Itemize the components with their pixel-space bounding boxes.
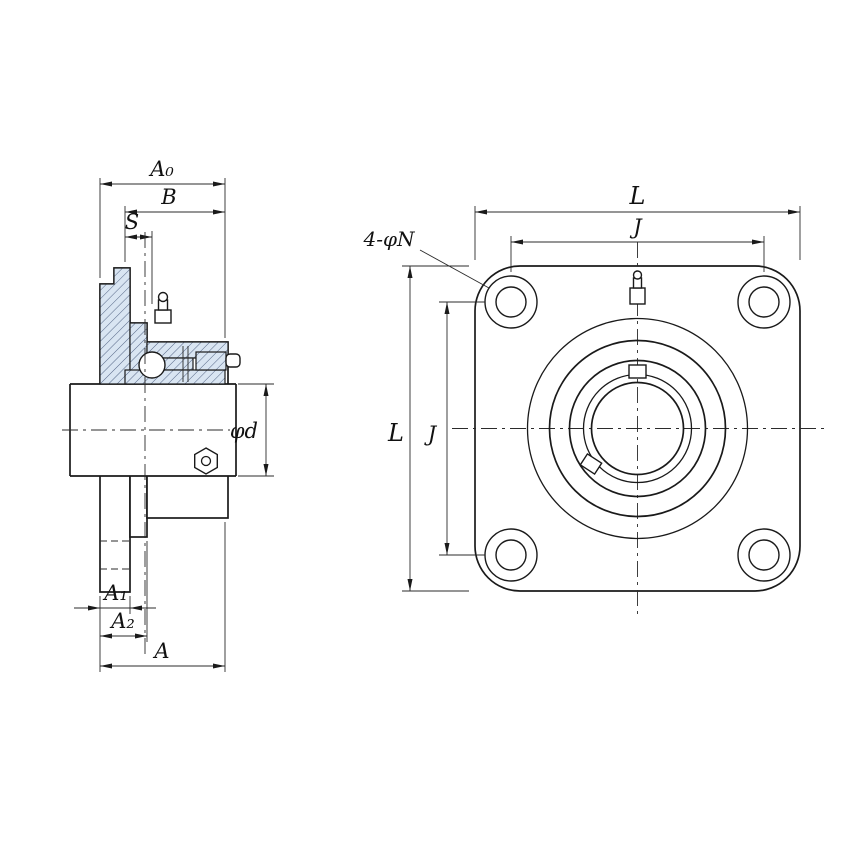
bore-circle [590,381,685,476]
dim-label-a: A [152,639,169,663]
dim-label-l-top: L [629,182,646,210]
set-screw-side [225,353,241,368]
dim-label-b: B [160,185,176,209]
hex-socket-detail [194,447,218,475]
dim-label-l-left: L [387,419,404,447]
bolt-note-leader [419,249,490,289]
dim-a1: A₁ [74,581,156,611]
seal-lines [182,346,189,382]
hidden-bolt-hole-lines [100,540,130,570]
side-view: A₀ B S φd A₁ A₂ A [62,157,274,672]
bolt-hole-top-left [484,275,538,329]
dim-a0: A₀ [100,157,225,187]
section-inner-ring [124,369,226,385]
grease-fitting-front [629,270,646,305]
section-flange-plate [99,267,131,385]
bolt-hole-top-right [737,275,791,329]
set-screw-top [628,364,647,379]
bolt-note-label: 4-φN [363,227,416,251]
dim-l-top: L [475,182,800,215]
bearing-outer-circle [568,359,707,498]
dim-b: B [125,185,225,215]
bolt-hole-bottom-right [737,528,791,582]
dim-label-s: S [125,210,139,234]
dim-label-j-left: J [424,422,438,446]
set-screw-lower-left [579,452,603,476]
bolt-hole-bottom-left [484,528,538,582]
dim-label-a2: A₂ [109,609,135,633]
dim-a: A [100,639,225,669]
dim-j-left: J [424,302,450,555]
housing-circle [548,339,727,518]
bolt-note: 4-φN [363,227,490,289]
extension-lines-side [99,178,274,672]
dim-label-a0: A₀ [148,157,174,181]
dim-j-top: J [511,215,764,245]
dim-label-a1: A₁ [102,581,128,605]
dim-label-phi-d: φd [230,419,258,443]
bearing-ball [138,351,166,379]
flange-spigot-circle [526,317,749,540]
dim-s: S [125,210,152,240]
dim-label-j-top: J [629,215,643,239]
front-view: L J L J 4-φN [363,182,824,614]
grease-fitting-side [154,291,172,324]
section-setscrew-boss [195,351,227,371]
dim-l-left: L [387,266,413,591]
dim-phi-d: φd [230,384,269,476]
dim-a2: A₂ [100,609,147,639]
